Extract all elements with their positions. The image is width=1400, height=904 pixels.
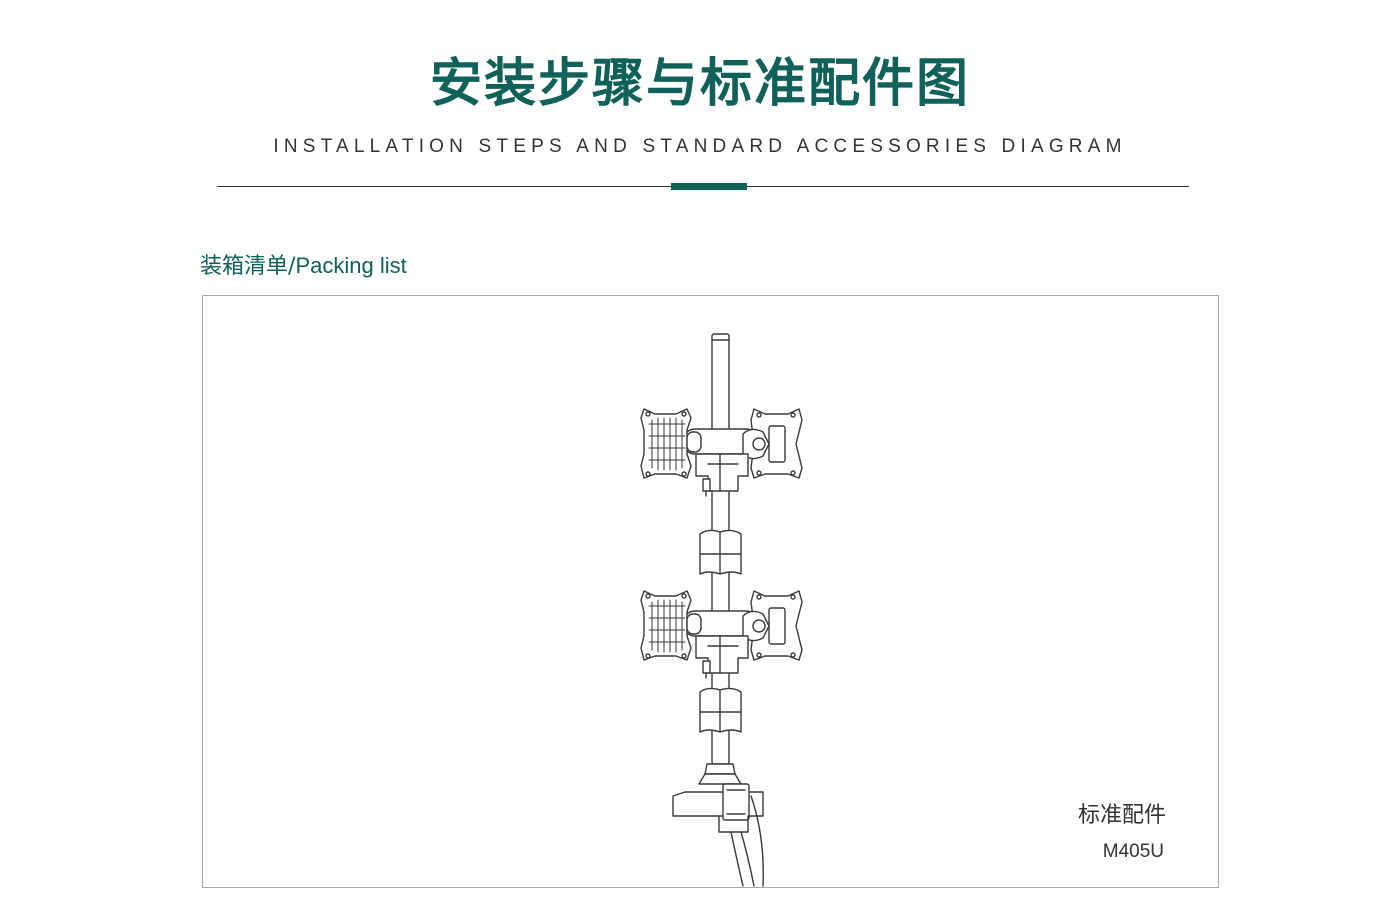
section-label-cn: 装箱清单 (200, 254, 289, 279)
desk-clamp (672, 763, 764, 887)
page-subtitle: INSTALLATION STEPS AND STANDARD ACCESSOR… (273, 136, 1127, 157)
lower-cable-clip (699, 687, 742, 733)
title-divider-accent (671, 183, 747, 190)
caption-model: M405U (1102, 841, 1164, 862)
caption-accessories: 标准配件 (1077, 803, 1166, 828)
packing-list-box: 标准配件 M405U (202, 295, 1219, 888)
section-label-separator: / (288, 254, 296, 279)
page-title: 安装步骤与标准配件图 (429, 54, 970, 114)
section-label: 装箱清单/Packing list (200, 250, 407, 283)
upper-arm-assembly (640, 408, 803, 497)
upper-cable-clip (699, 529, 742, 575)
section-label-en: Packing list (295, 253, 407, 278)
monitor-mount-drawing-icon (640, 333, 803, 887)
lower-arm-assembly (640, 590, 803, 679)
